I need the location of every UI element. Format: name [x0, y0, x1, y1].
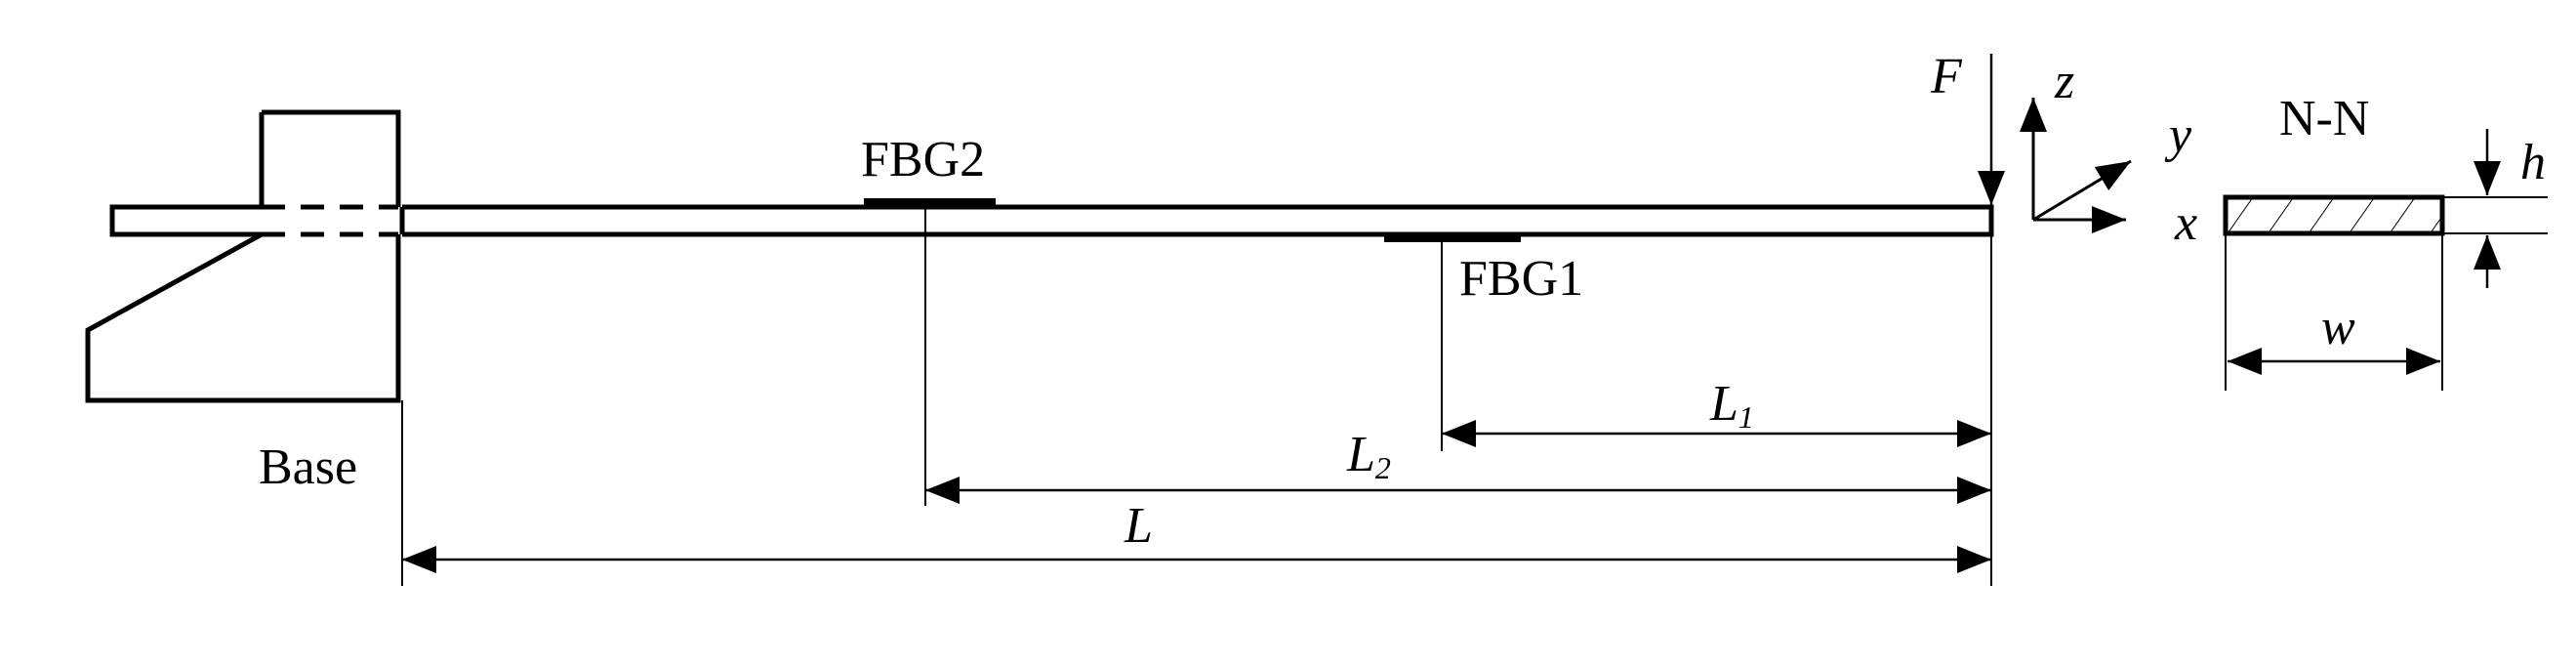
label-length-2: L2	[1346, 427, 1391, 485]
label-axis-x: x	[2174, 195, 2197, 251]
fbg2-sensor	[864, 198, 996, 205]
label-force: F	[1930, 49, 1963, 104]
label-base: Base	[259, 439, 357, 495]
cross-section	[2223, 129, 2548, 391]
label-fbg2: FBG2	[861, 132, 985, 187]
beam	[109, 204, 1994, 237]
label-section: N-N	[2279, 91, 2369, 146]
label-axis-y: y	[2164, 107, 2192, 163]
coordinate-axes	[2020, 98, 2132, 233]
base-clamp	[85, 109, 401, 403]
label-height: h	[2520, 135, 2546, 190]
label-width: w	[2321, 300, 2355, 355]
label-fbg1: FBG1	[1459, 251, 1583, 307]
y-axis-arrow	[2032, 159, 2132, 222]
extension-lines	[401, 54, 1992, 586]
label-length-1: L1	[1709, 376, 1754, 435]
fbg1-sensor	[1384, 235, 1521, 242]
dimension-lines	[402, 420, 1991, 573]
label-axis-z: z	[2054, 54, 2074, 109]
label-length-total: L	[1124, 498, 1153, 554]
